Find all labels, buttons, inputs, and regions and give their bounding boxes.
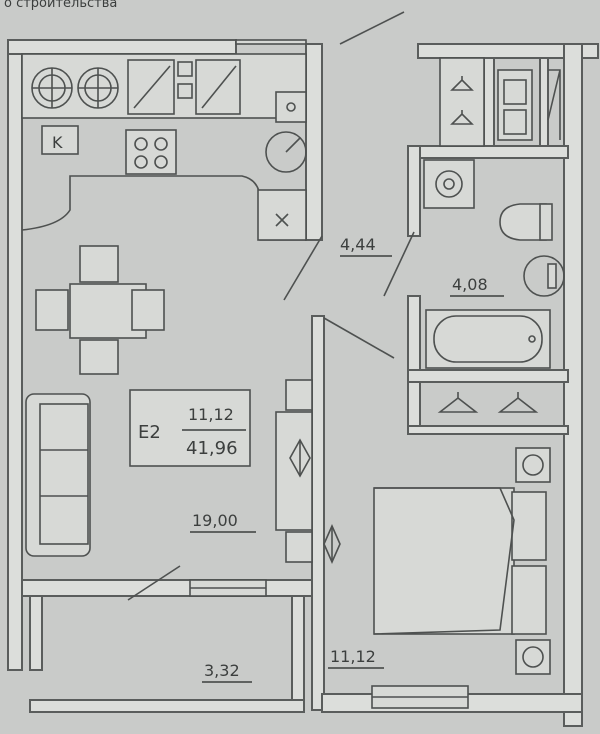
wall-bath-left-lower <box>407 295 421 429</box>
hanger-icon <box>450 110 474 125</box>
window-kitchen-gap <box>235 39 307 45</box>
wardrobe-icon <box>439 57 485 147</box>
header-fragment: о строительства <box>4 0 117 11</box>
wall-closet-divider-2 <box>539 57 549 147</box>
armchair-icon <box>285 531 313 563</box>
wall-bath-top <box>407 145 569 159</box>
stove-icon <box>125 129 177 175</box>
room-area-living: 19,00 <box>192 511 238 530</box>
chair-icon <box>79 339 119 375</box>
toilet-icon <box>499 203 547 241</box>
chair-icon <box>131 289 165 331</box>
closet-door-icon <box>547 69 561 140</box>
pillow-icon <box>511 565 547 635</box>
pillow-icon <box>511 491 547 561</box>
wall-top-right <box>417 43 599 59</box>
bathroom: 4,08 <box>423 159 565 369</box>
apartment-code: E2 <box>138 422 161 443</box>
hanger-icon <box>497 392 539 413</box>
door-bedroom <box>323 317 395 359</box>
wall-balcony-bottom <box>29 699 305 713</box>
kitchen-mark-box <box>41 125 79 155</box>
living-room: E2 11,12 41,96 19,00 <box>25 245 313 563</box>
kitchen: K <box>21 53 307 241</box>
wall-closet-divider-1 <box>483 57 495 147</box>
boiler-icon <box>265 131 307 173</box>
armchair-icon <box>285 379 313 411</box>
door-kitchen <box>283 235 323 301</box>
door-bathroom <box>383 231 415 297</box>
door-balcony <box>127 565 181 601</box>
balcony: 3,32 <box>202 661 252 683</box>
wall-top-left <box>7 39 237 55</box>
apartment-total-area: 41,96 <box>186 438 238 459</box>
windows <box>189 39 469 709</box>
wall-bath-left-upper <box>407 145 421 237</box>
tv-stand-icon <box>275 411 313 531</box>
wall-bath-bottom <box>407 369 569 383</box>
apartment-living-area: 11,12 <box>188 405 234 424</box>
wall-left <box>7 39 23 671</box>
doors <box>127 11 415 601</box>
hanger-icon <box>450 76 474 91</box>
wall-living-bedroom <box>311 315 325 711</box>
chair-icon <box>79 245 119 283</box>
room-area-hallway: 4,44 <box>340 235 376 254</box>
wall-right <box>563 43 583 727</box>
wall-wardrobe-bottom <box>407 425 569 435</box>
sink-icon <box>275 91 307 123</box>
wall-living-bottom <box>21 579 313 597</box>
kitchen-mark: K <box>52 133 63 152</box>
nightstand-icon <box>515 639 551 675</box>
fridge-icon <box>257 189 307 241</box>
wall-balcony-left <box>29 595 43 671</box>
nightstand-icon <box>515 447 551 483</box>
room-area-bedroom: 11,12 <box>330 647 376 666</box>
room-area-balcony: 3,32 <box>204 661 240 680</box>
hallway: 4,44 <box>340 57 561 257</box>
bedroom: 11,12 <box>323 392 551 675</box>
wall-balcony-right <box>291 595 305 713</box>
apartment-area-box <box>129 389 251 467</box>
door-entrance <box>339 11 405 45</box>
washbasin-icon <box>523 255 565 297</box>
bed-icon <box>373 487 515 635</box>
wall-kitchen-hall <box>305 43 323 241</box>
room-area-bathroom: 4,08 <box>452 275 488 294</box>
washing-machine-icon <box>423 159 475 209</box>
chair-icon <box>35 289 69 331</box>
hanger-icon <box>437 392 479 413</box>
